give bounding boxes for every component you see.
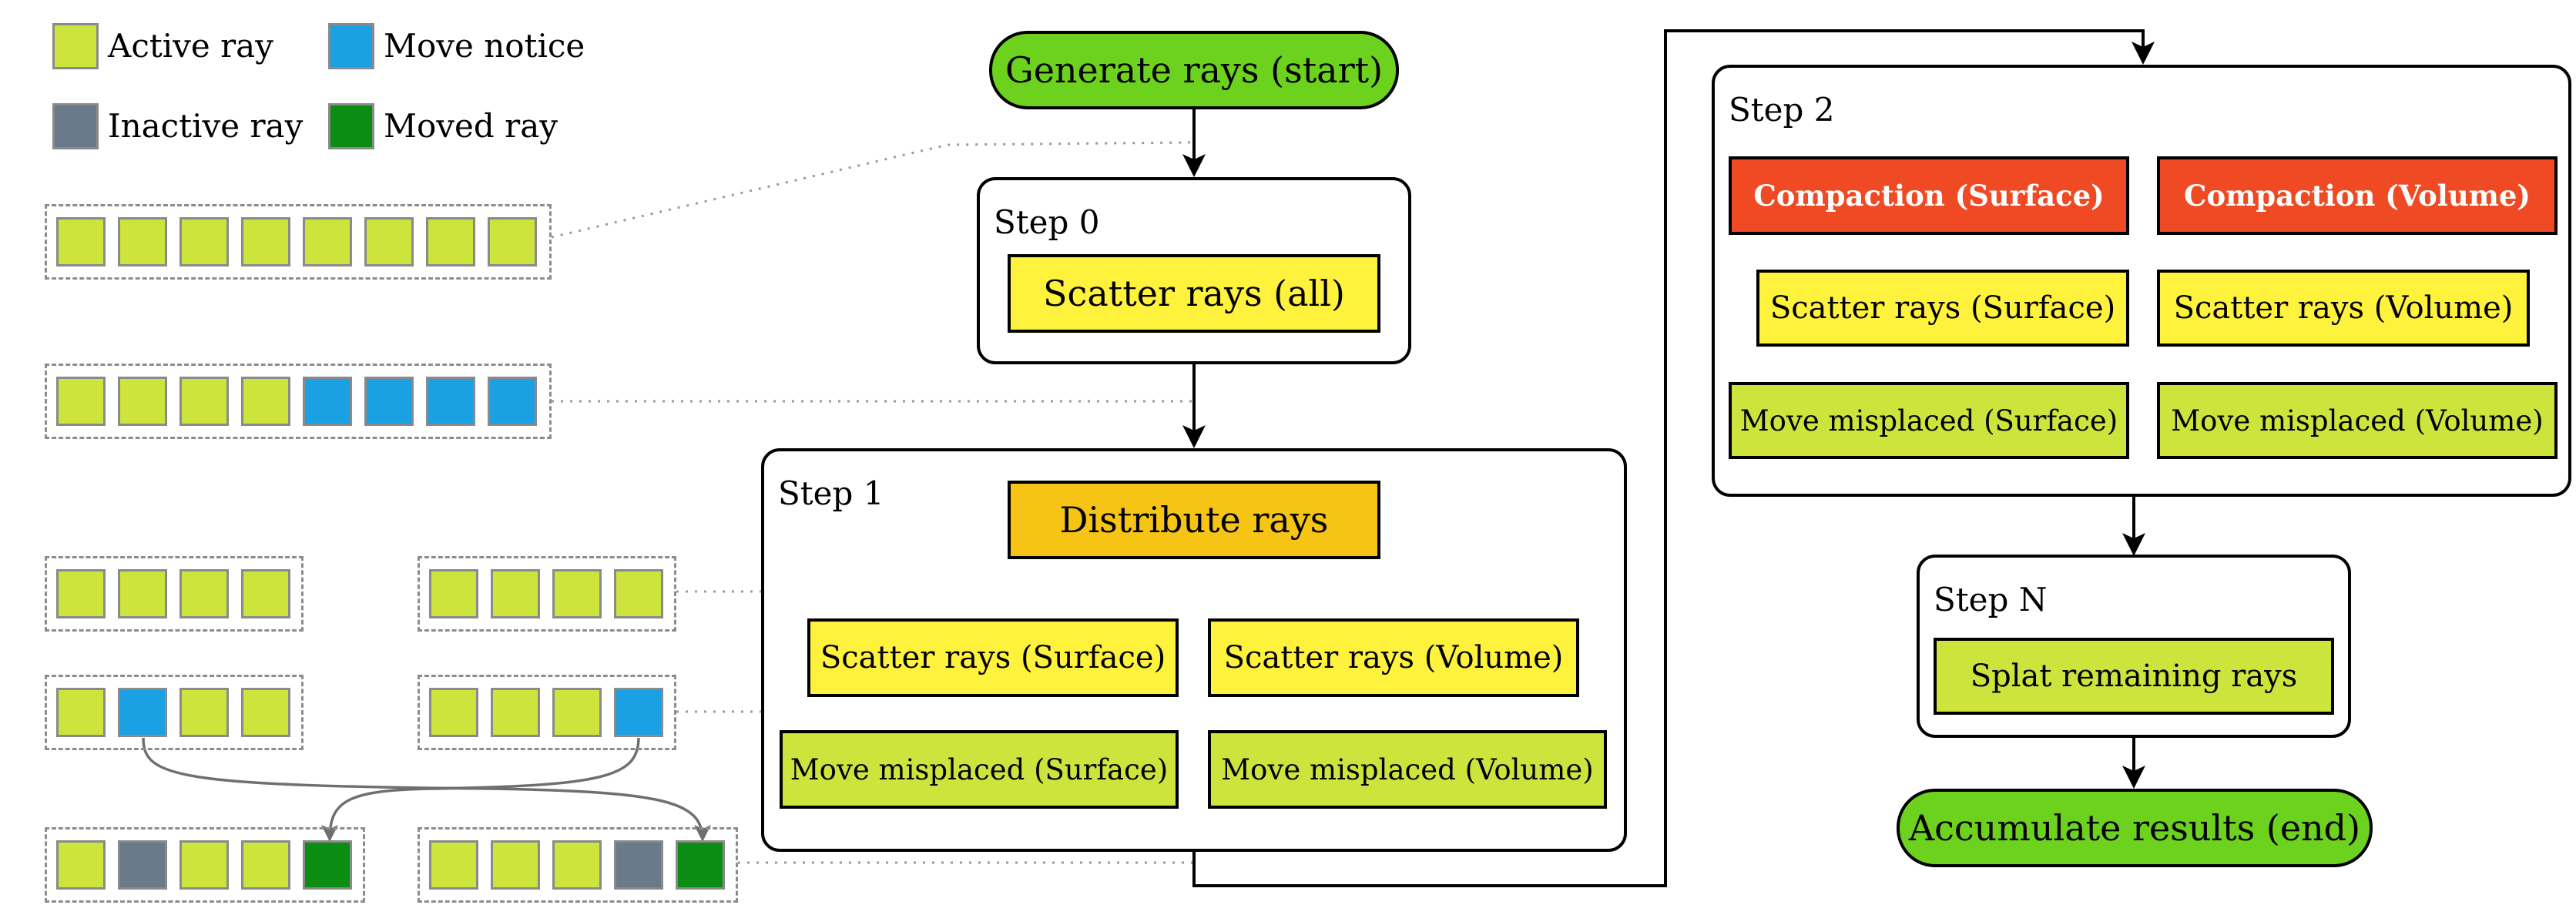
ray-cell-active — [56, 377, 106, 426]
step0-label: Step 0 — [994, 203, 1100, 241]
ray-cell-active — [488, 217, 537, 266]
ray-cell-active — [552, 688, 602, 737]
legend-label-moved: Moved ray — [384, 107, 558, 145]
ray-cell-move-notice — [118, 688, 167, 737]
ray-cell-active — [241, 217, 290, 266]
ray-cell-active — [364, 217, 414, 266]
legend-swatch-active — [52, 23, 99, 69]
ray-cell-active — [429, 569, 478, 618]
step2-scatter-volume: Scatter rays (Volume) — [2157, 270, 2530, 347]
ray-cell-moved — [303, 840, 352, 890]
ray-strip-8 — [418, 827, 738, 903]
ray-cell-active — [241, 688, 290, 737]
step1-distribute: Distribute rays — [1008, 481, 1380, 559]
ray-strip-4 — [418, 556, 676, 632]
ray-cell-active — [179, 569, 229, 618]
move-curves — [142, 737, 711, 842]
ray-cell-active — [56, 840, 106, 890]
step1-move-surface: Move misplaced (Surface) — [780, 730, 1179, 809]
step2-compaction-surface: Compaction (Surface) — [1729, 156, 2129, 235]
ray-strip-6 — [418, 675, 676, 750]
ray-cell-moved — [676, 840, 725, 890]
loop-step1-step2 — [1192, 29, 2155, 887]
ray-cell-active — [241, 377, 290, 426]
ray-cell-active — [56, 569, 106, 618]
ray-cell-active — [241, 840, 290, 890]
step2-scatter-surface: Scatter rays (Surface) — [1756, 270, 2129, 347]
move-curve-right — [321, 737, 640, 842]
start-node: Generate rays (start) — [989, 31, 1399, 109]
ray-cell-active — [179, 217, 229, 266]
ray-cell-active — [179, 688, 229, 737]
ray-cell-active — [118, 217, 167, 266]
ray-cell-active — [179, 377, 229, 426]
step2-label: Step 2 — [1729, 91, 1835, 129]
ray-cell-active — [491, 569, 540, 618]
ray-cell-active — [118, 569, 167, 618]
ray-cell-move-notice — [614, 688, 663, 737]
step0-scatter-all: Scatter rays (all) — [1008, 254, 1380, 333]
ray-strip-1 — [45, 204, 552, 280]
end-node: Accumulate results (end) — [1897, 789, 2373, 867]
ray-cell-active — [491, 688, 540, 737]
stepN-label: Step N — [1934, 581, 2048, 618]
ray-strip-7 — [45, 827, 365, 903]
step2-move-surface: Move misplaced (Surface) — [1729, 382, 2129, 459]
ray-cell-active — [552, 840, 602, 890]
ray-cell-active — [429, 688, 478, 737]
legend-swatch-moved — [328, 103, 374, 149]
ray-cell-active — [241, 569, 290, 618]
ray-cell-active — [429, 840, 478, 890]
ray-strip-3 — [45, 556, 304, 632]
ray-cell-move-notice — [488, 377, 537, 426]
legend-swatch-move-notice — [328, 23, 374, 69]
ray-cell-active — [491, 840, 540, 890]
ray-cell-active — [552, 569, 602, 618]
ray-cell-move-notice — [364, 377, 414, 426]
ray-cell-active — [303, 217, 352, 266]
legend-label-active: Active ray — [108, 27, 273, 65]
step2-compaction-volume: Compaction (Volume) — [2157, 156, 2558, 235]
ray-cell-inactive — [118, 840, 167, 890]
ray-cell-inactive — [614, 840, 663, 890]
step1-scatter-surface: Scatter rays (Surface) — [807, 618, 1179, 697]
ray-strip-2 — [45, 364, 552, 439]
legend-label-inactive: Inactive ray — [108, 107, 304, 145]
ray-strip-5 — [45, 675, 304, 750]
legend-label-move-notice: Move notice — [384, 27, 585, 65]
ray-cell-move-notice — [426, 377, 475, 426]
ray-cell-active — [179, 840, 229, 890]
ray-cell-active — [614, 569, 663, 618]
stepN-splat: Splat remaining rays — [1934, 638, 2334, 715]
ray-cell-active — [118, 377, 167, 426]
step1-label: Step 1 — [778, 474, 884, 512]
ray-cell-active — [426, 217, 475, 266]
step1-scatter-volume: Scatter rays (Volume) — [1208, 618, 1579, 697]
ray-cell-active — [56, 217, 106, 266]
legend-swatch-inactive — [52, 103, 99, 149]
ray-cell-move-notice — [303, 377, 352, 426]
step2-move-volume: Move misplaced (Volume) — [2157, 382, 2558, 459]
step1-move-volume: Move misplaced (Volume) — [1208, 730, 1607, 809]
ray-cell-active — [56, 688, 106, 737]
